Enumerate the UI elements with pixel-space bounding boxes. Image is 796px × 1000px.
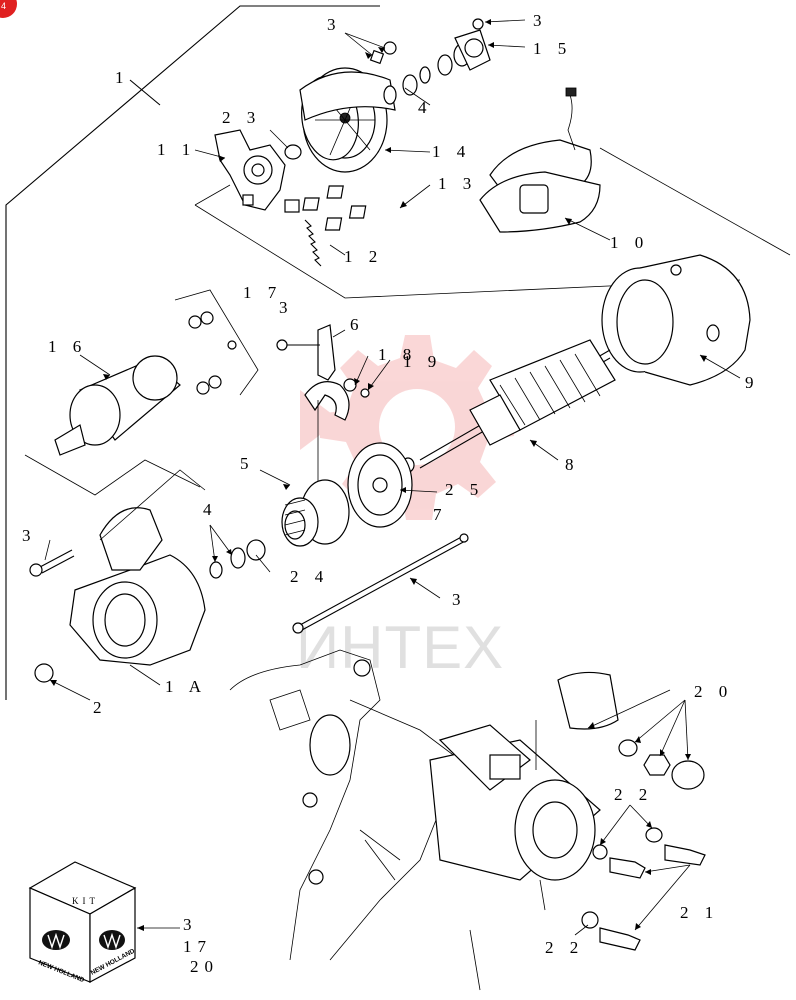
yoke [601, 254, 751, 386]
callout-17: 1 7 [243, 283, 282, 302]
callout-3-top: 3 [327, 15, 342, 34]
brush-holder [214, 129, 302, 213]
callout-labels: 1 3 3 1 5 4 2 3 1 1 1 4 1 3 1 0 1 2 1 7 … [22, 11, 760, 957]
kit-item-20: 20 [190, 957, 219, 976]
washers-24 [209, 539, 266, 579]
field-coils [479, 87, 601, 233]
new-holland-logo-icon-right [99, 930, 125, 950]
page-badge: 4 [0, 0, 17, 18]
callout-2: 2 [93, 698, 108, 717]
callout-19: 1 9 [403, 352, 442, 371]
armature [401, 339, 616, 473]
callout-12: 1 2 [344, 247, 383, 266]
callout-4-mid: 4 [203, 500, 218, 519]
callout-10: 1 0 [610, 233, 649, 252]
callout-18: 1 8 [378, 345, 417, 364]
terminal-hardware [557, 671, 706, 951]
callout-8: 8 [565, 455, 580, 474]
callout-15: 1 5 [533, 39, 572, 58]
callout-1A: 1 A [165, 677, 207, 696]
callout-4-top: 4 [418, 98, 433, 117]
drive-housing [34, 469, 206, 683]
watermark-text: ИНТЕХ [296, 614, 504, 681]
solenoid [24, 289, 259, 496]
installation-view [229, 649, 601, 991]
callout-22-top: 2 2 [614, 785, 653, 804]
callout-3-mid: 3 [279, 298, 294, 317]
callout-3-top-right: 3 [533, 11, 548, 30]
kit-box: KIT NEW HOLLAND NEW HOLLAND [28, 861, 137, 984]
new-holland-logo-icon-left [42, 930, 70, 950]
callout-9: 9 [745, 373, 760, 392]
brush-spring [304, 219, 322, 267]
callout-21: 2 1 [680, 903, 719, 922]
callout-13: 1 3 [438, 174, 477, 193]
callout-3-left: 3 [22, 526, 37, 545]
callout-16: 1 6 [48, 337, 87, 356]
badge-text: 4 [1, 1, 6, 11]
end-cover-group [194, 67, 791, 299]
kit-label: KIT [72, 896, 99, 906]
callout-6: 6 [350, 315, 365, 334]
kit-item-17: 17 [183, 937, 212, 956]
callout-22-bottom: 2 2 [545, 938, 584, 957]
bolts [29, 533, 469, 634]
kit-contents: 3 17 20 [183, 915, 219, 976]
top-hardware [369, 18, 491, 105]
callout-23: 2 3 [222, 108, 261, 127]
callout-3-rod: 3 [452, 590, 467, 609]
callout-1: 1 [115, 68, 130, 87]
callout-5: 5 [240, 454, 255, 473]
callout-11: 1 1 [157, 140, 196, 159]
callout-25: 2 5 [445, 480, 484, 499]
brushes [302, 185, 367, 231]
arrowheads [50, 19, 707, 931]
callout-14: 1 4 [432, 142, 471, 161]
shift-lever [276, 324, 370, 485]
assembly-bracket [5, 5, 380, 700]
drive-pinion [281, 442, 413, 547]
callout-7: 7 [433, 505, 448, 524]
leader-lines [44, 19, 741, 936]
callout-24: 2 4 [290, 567, 329, 586]
callout-20: 2 0 [694, 682, 733, 701]
kit-item-3: 3 [183, 915, 198, 934]
